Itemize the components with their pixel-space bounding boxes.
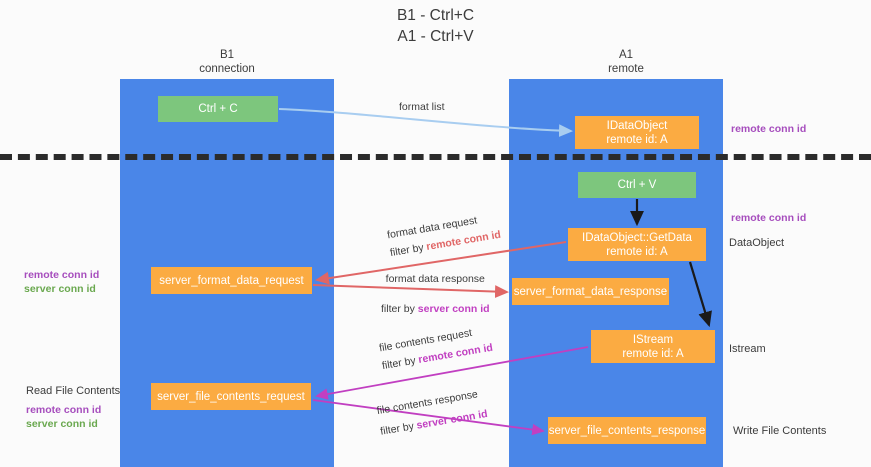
node-server-file-contents-response-label: server_file_contents_response [548, 424, 706, 437]
annotation-left-conn-ids: remote conn id server conn id [24, 268, 99, 296]
edge-label-file-contents-request: file contents request filter by remote c… [378, 323, 494, 374]
node-istream-line1: IStream [632, 333, 674, 346]
page-title: B1 - Ctrl+C A1 - Ctrl+V [0, 5, 871, 47]
edge-label-format-data-response: format data response filter by server co… [381, 272, 490, 317]
node-ctrl-v[interactable]: Ctrl + V [578, 172, 696, 198]
node-istream[interactable]: IStream remote id: A [591, 330, 715, 363]
node-getdata-line1: IDataObject::GetData [582, 231, 692, 244]
server-conn-id-text-2: server conn id [415, 407, 489, 432]
annotation-right-remote-conn-id-top: remote conn id [731, 123, 807, 135]
node-server-format-data-request-label: server_format_data_request [159, 274, 304, 287]
lane-header-b1: B1 connection [154, 48, 300, 76]
edge-label-format-data-response-text: format data response [385, 273, 485, 285]
node-server-file-contents-request[interactable]: server_file_contents_request [151, 383, 311, 410]
lane-header-a1-sub: remote [608, 63, 644, 75]
title-line-2: A1 - Ctrl+V [397, 28, 474, 45]
node-server-format-data-request[interactable]: server_format_data_request [151, 267, 312, 294]
node-idataobject-getdata[interactable]: IDataObject::GetData remote id: A [568, 228, 706, 261]
server-conn-id-text: server conn id [417, 303, 490, 315]
edge-label-format-list-text: format list [399, 101, 445, 113]
edge-label-format-data-response-filter: filter by server conn id [381, 302, 490, 317]
annotation-right-remote-conn-id-mid: remote conn id [731, 212, 807, 224]
node-getdata-line2: remote id: A [606, 245, 668, 258]
filter-by-text-2: filter by [381, 303, 418, 315]
lane-header-a1-name: A1 [618, 49, 634, 61]
lane-header-a1: A1 remote [553, 48, 699, 76]
node-ctrl-v-label: Ctrl + V [617, 179, 657, 191]
node-idataobject[interactable]: IDataObject remote id: A [575, 116, 699, 149]
edge-label-file-contents-response: file contents response filter by server … [376, 386, 489, 439]
node-idataobject-line2: remote id: A [606, 133, 668, 146]
annotation-right-dataobject: DataObject [729, 237, 785, 249]
annotation-left-conn-ids-2: remote conn id server conn id [26, 403, 101, 431]
phase-separator [0, 154, 871, 160]
annotation-left-server-conn-id: server conn id [24, 283, 96, 295]
node-istream-line2: remote id: A [622, 347, 684, 360]
lane-header-b1-name: B1 [219, 49, 235, 61]
edge-label-format-list: format list [399, 100, 445, 115]
edge-label-format-data-request: format data request filter by remote con… [386, 210, 502, 261]
filter-by-text-3: filter by [381, 354, 420, 373]
node-idataobject-line1: IDataObject [606, 119, 668, 132]
annotation-left-remote-conn-id-2: remote conn id [26, 404, 102, 416]
annotation-right-istream: Istream [729, 343, 766, 355]
node-server-file-contents-request-label: server_file_contents_request [157, 390, 305, 403]
filter-by-text: filter by [389, 241, 428, 260]
node-server-format-data-response[interactable]: server_format_data_response [512, 278, 669, 305]
node-idataobject-text: IDataObject remote id: A [606, 119, 667, 147]
annotation-right-write-file-contents: Write File Contents [733, 425, 827, 437]
annotation-left-server-conn-id-2: server conn id [26, 418, 98, 430]
node-ctrl-c[interactable]: Ctrl + C [158, 96, 278, 122]
node-server-file-contents-response[interactable]: server_file_contents_response [548, 417, 706, 444]
title-line-1: B1 - Ctrl+C [396, 7, 475, 24]
annotation-left-read-file-contents: Read File Contents [26, 385, 121, 397]
filter-by-text-4: filter by [379, 419, 418, 438]
node-server-format-data-response-label: server_format_data_response [513, 285, 668, 298]
node-getdata-text: IDataObject::GetData remote id: A [582, 231, 692, 259]
lane-header-b1-sub: connection [199, 63, 255, 75]
node-ctrl-c-label: Ctrl + C [198, 103, 238, 115]
annotation-left-remote-conn-id: remote conn id [24, 269, 100, 281]
node-istream-text: IStream remote id: A [622, 333, 683, 361]
